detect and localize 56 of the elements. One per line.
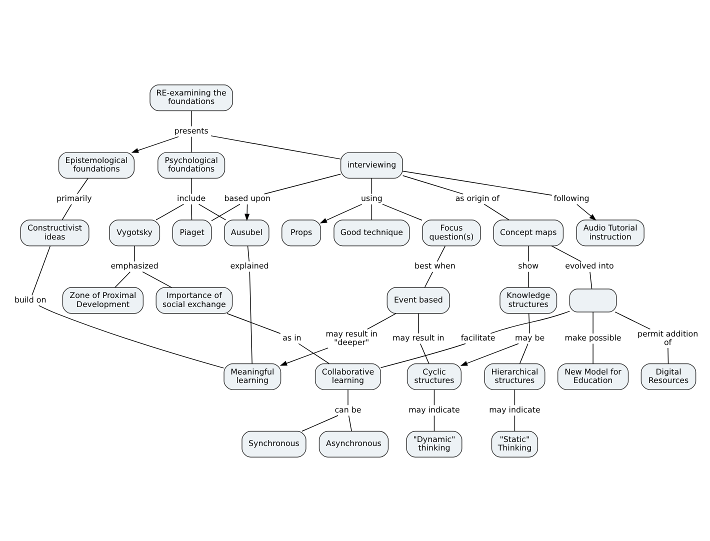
connector [32, 245, 51, 296]
connector [198, 203, 226, 220]
connector [434, 388, 435, 405]
connector [62, 204, 72, 220]
connector [190, 110, 192, 126]
connector [298, 342, 330, 364]
connector [528, 312, 530, 334]
connector [134, 245, 135, 262]
arrow [280, 347, 328, 366]
connector [382, 203, 422, 220]
arrow [244, 204, 250, 221]
connector [434, 414, 435, 432]
connector [528, 245, 529, 262]
connector [380, 342, 466, 368]
arrow [320, 203, 362, 223]
connector [418, 312, 419, 334]
connector [402, 174, 464, 194]
connector [424, 271, 433, 288]
connector [302, 414, 338, 432]
connector [156, 203, 184, 220]
connector [590, 271, 592, 289]
connector [226, 312, 281, 334]
connector [420, 342, 430, 364]
connector [38, 304, 224, 368]
connector [348, 414, 352, 432]
connector [519, 342, 528, 364]
connector [190, 177, 192, 194]
connector [528, 271, 529, 288]
node-box [569, 288, 617, 312]
connector [249, 270, 252, 364]
connector [402, 170, 552, 196]
connector [371, 204, 372, 220]
connector [366, 312, 396, 330]
connector [490, 310, 570, 334]
connector [592, 311, 594, 334]
connector [514, 414, 516, 432]
connector [114, 271, 131, 288]
connector [76, 177, 88, 194]
connector [668, 347, 669, 364]
connector [264, 173, 342, 194]
connector [514, 388, 516, 405]
arrow [576, 204, 596, 220]
connector [142, 270, 172, 288]
connector [592, 342, 594, 364]
connector [210, 134, 341, 159]
connector [191, 204, 192, 220]
connector [614, 311, 651, 330]
arrow [131, 136, 179, 152]
connector [211, 203, 240, 221]
connector [436, 245, 446, 262]
connector [247, 245, 250, 262]
connector [484, 203, 510, 220]
connector [371, 177, 372, 194]
arrow [460, 342, 519, 366]
connector [551, 245, 582, 262]
connector [190, 136, 192, 152]
